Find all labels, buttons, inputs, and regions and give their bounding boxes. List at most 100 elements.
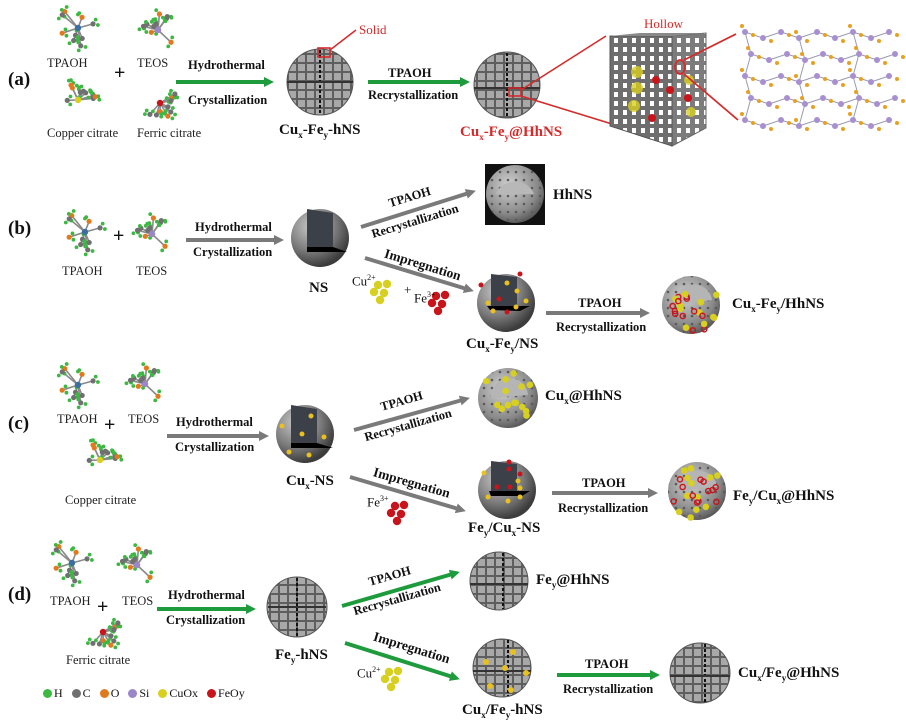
molecule-ferric-citrate-d (85, 617, 123, 650)
hollow-callout-box (508, 87, 522, 97)
molecule-teos-d (116, 543, 154, 584)
product-label-hhns: HhNS (553, 187, 593, 203)
step-label-recrystallization-a: Recrystallization (368, 88, 459, 102)
sphere-fey-cux-hhns (668, 462, 726, 521)
sphere-cux-fey-hhns-d (669, 642, 731, 704)
precursor-tpaoh-c: TPAOH (57, 412, 98, 426)
molecule-teos-a (137, 8, 175, 49)
step-label-hydrothermal-b: Hydrothermal (195, 220, 272, 234)
product-label-cux-fey-hns: Cux/Fey-hNS (462, 702, 543, 720)
legend-item-h: H (43, 686, 63, 701)
panel-label-d: (d) (8, 584, 32, 605)
ion-label-cu-d: Cu2+ (357, 665, 381, 681)
step-label-hydrothermal-a: Hydrothermal (188, 58, 265, 72)
step-label-recrystallization-b: Recrystallization (556, 320, 647, 334)
molecule-teos-c (124, 362, 162, 403)
sphere-fey-hhns (469, 551, 529, 611)
step-label-hydrothermal-d: Hydrothermal (168, 588, 245, 602)
sphere-fey-hns (266, 576, 328, 638)
callout-solid: Solid (359, 22, 387, 37)
legend-label: Si (139, 686, 150, 700)
fe-ion-cluster-b (427, 290, 450, 316)
step-label-recrystallization-c: Recrystallization (558, 501, 649, 515)
product-label-fey-cux-hhns: Fey/Cux@HhNS (733, 488, 835, 506)
molecule-tpaoh-d (50, 540, 94, 588)
ion-label-fe-b: Fe3+ (414, 290, 436, 306)
legend-swatch-icon (158, 689, 168, 698)
arrow-b-branch-up (360, 189, 476, 229)
plus-sign-d: + (97, 596, 109, 618)
legend-label: H (54, 686, 63, 700)
legend-item-si: Si (128, 686, 149, 701)
arrow-c-branch-up (353, 395, 470, 432)
molecule-tpaoh-c (56, 362, 100, 410)
legend-item-o: O (99, 686, 120, 701)
product-label-cux-ns: Cux-NS (286, 473, 334, 491)
legend-item-feoy: FeOy (207, 686, 245, 701)
sphere-hhns (485, 164, 545, 225)
molecule-teos-b (131, 212, 169, 253)
step-label-tpaoh-d: TPAOH (585, 657, 629, 671)
plus-sign-c: + (104, 414, 116, 436)
precursor-teos-d: TEOS (122, 594, 154, 608)
sphere-cux-fey-hhns-b (662, 276, 720, 334)
plus-sign-a: + (114, 62, 126, 84)
arrow-d-branch-up (341, 569, 460, 608)
arrow-d-branch-down (344, 641, 460, 681)
legend-label: O (110, 686, 120, 700)
sphere-ns (291, 209, 349, 267)
sphere-cux-ns (276, 405, 334, 463)
legend-label: CuOx (169, 686, 199, 700)
solid-callout-box (317, 47, 331, 58)
legend-item-cuox: CuOx (158, 686, 198, 701)
molecule-copper-citrate-a (64, 78, 102, 107)
molecule-ferric-citrate-a (142, 88, 180, 121)
legend-swatch-icon (99, 689, 109, 698)
sphere-cux-fey-hns (286, 48, 354, 116)
ion-plus-b: + (404, 282, 412, 297)
precursor-tpaoh-d: TPAOH (50, 594, 91, 608)
molecule-copper-citrate-c (86, 438, 124, 467)
legend-item-c: C (71, 686, 91, 701)
ion-label-cu-b: Cu2+ (352, 273, 376, 289)
arrow-c-branch-down (349, 475, 466, 514)
step-label-crystallization-a: Crystallization (188, 93, 268, 107)
product-label-cux-fey-hns: Cux-Fey-hNS (279, 122, 361, 140)
precursor-ferric-citrate-d: Ferric citrate (66, 653, 131, 667)
precursor-tpaoh-b: TPAOH (62, 264, 103, 278)
step-label-tpaoh-a: TPAOH (388, 66, 432, 80)
plus-sign-b: + (113, 225, 125, 247)
panel-label-c: (c) (8, 413, 30, 434)
cu-ion-cluster-b (369, 279, 392, 305)
step-label-crystallization-c: Crystallization (175, 440, 255, 454)
legend-swatch-icon (71, 689, 81, 698)
precursor-copper-citrate-c: Copper citrate (65, 493, 137, 507)
precursor-teos-b: TEOS (136, 264, 168, 278)
arrow-b-branch-down (364, 256, 474, 294)
panel-label-a: (a) (8, 69, 31, 90)
cu-ion-cluster-d (380, 666, 403, 692)
legend-swatch-icon (207, 689, 217, 698)
sphere-cux-fey-hns-d (472, 638, 532, 698)
precursor-tpaoh-a: TPAOH (47, 56, 88, 70)
step-label-tpaoh-b: TPAOH (578, 296, 622, 310)
legend-label: C (82, 686, 91, 700)
sphere-cux-fey-hhns (473, 51, 541, 119)
precursor-teos-c: TEOS (128, 412, 160, 426)
sphere-cux-hhns (478, 368, 538, 428)
fe-ion-cluster-c (386, 500, 409, 526)
precursor-ferric-citrate-a: Ferric citrate (137, 126, 202, 140)
zeolite-framework (740, 24, 905, 131)
sphere-cux-fey-ns (477, 271, 535, 332)
molecule-tpaoh-b (63, 209, 107, 257)
product-label-cux-fey-hhns: Cux-Fey@HhNS (460, 124, 563, 142)
product-label-cux-hhns: Cux@HhNS (545, 388, 622, 406)
product-label-fey-hhns: Fey@HhNS (536, 572, 610, 590)
step-label-crystallization-d: Crystallization (166, 613, 246, 627)
product-label-cux-fey-ns: Cux-Fey/NS (466, 336, 539, 354)
step-label-hydrothermal-c: Hydrothermal (176, 415, 253, 429)
legend-swatch-icon (43, 689, 52, 698)
atom-legend: H C O Si CuOx FeOy (43, 686, 245, 701)
hollow-cube (609, 32, 707, 147)
